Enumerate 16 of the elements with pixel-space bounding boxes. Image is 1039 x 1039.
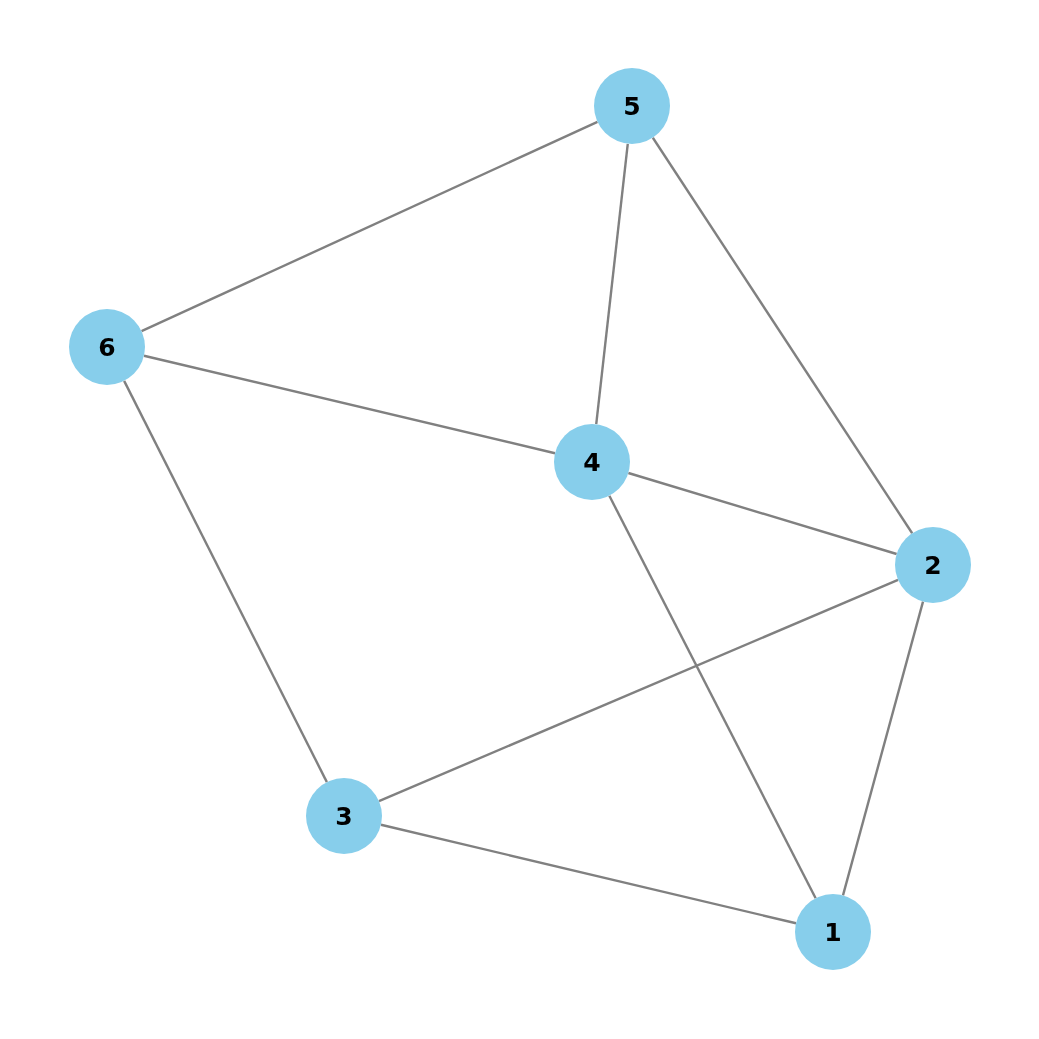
node-label: 5 bbox=[623, 93, 641, 119]
edge-line bbox=[595, 143, 629, 425]
edge-line bbox=[608, 495, 817, 899]
edge-line bbox=[123, 380, 328, 783]
edge-line bbox=[378, 578, 899, 803]
edge-line bbox=[380, 823, 797, 925]
node-label: 2 bbox=[924, 552, 942, 578]
edge-line bbox=[841, 601, 925, 896]
edge-line bbox=[651, 137, 914, 534]
edge-line bbox=[143, 354, 556, 455]
node-label: 6 bbox=[98, 334, 116, 360]
node-label: 4 bbox=[583, 449, 601, 475]
edge-line bbox=[628, 471, 897, 556]
node-label: 3 bbox=[335, 803, 353, 829]
node-label: 1 bbox=[824, 919, 842, 945]
edge-line bbox=[141, 120, 598, 333]
